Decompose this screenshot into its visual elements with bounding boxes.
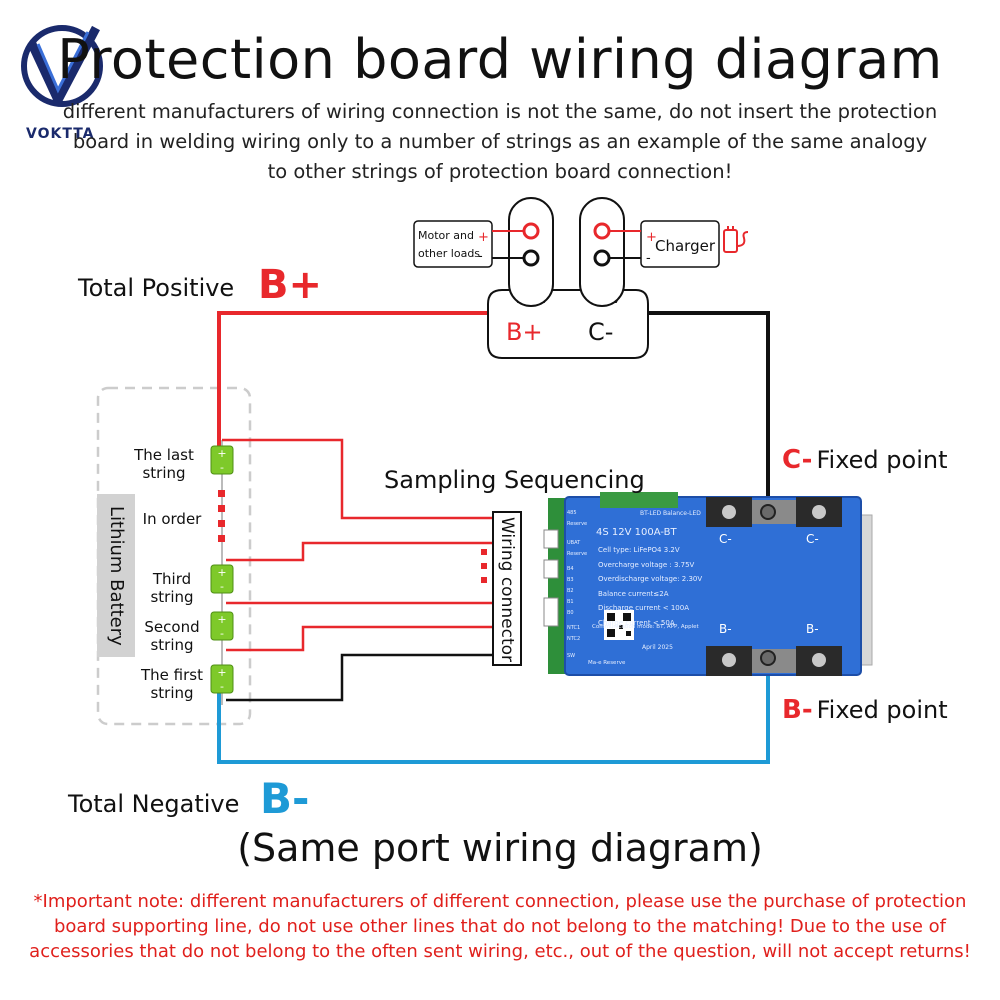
b-plus-wire	[217, 311, 488, 455]
port-label-b-plus: B+	[506, 318, 543, 346]
cell-first: + -	[210, 664, 234, 694]
wiring-connector-box	[492, 511, 522, 666]
b-fixed-point-label: B-Fixed point	[782, 695, 948, 725]
motor-loads-label-1: Motor and	[418, 229, 474, 242]
load-positive-terminal	[522, 222, 540, 240]
brand-logo-text: VOKTTA	[26, 126, 95, 142]
b-fixed-text: Fixed point	[816, 696, 948, 724]
b-plus-big-label: B+	[258, 262, 323, 308]
sampling-sequencing-label: Sampling Sequencing	[384, 466, 645, 494]
c-fixed-point-label: C-Fixed point	[782, 445, 948, 475]
important-note: *Important note: different manufacturers…	[29, 891, 971, 962]
b-minus-wire	[217, 658, 770, 764]
board-pad-c2: C-	[806, 532, 819, 546]
total-positive-label: Total Positive	[78, 274, 235, 302]
c-fixed-mark: C-	[782, 445, 813, 475]
lithium-battery-box	[97, 494, 135, 657]
sample-wire-first	[226, 653, 493, 702]
cell-second: + -	[210, 611, 234, 641]
same-port-subtitle: (Same port wiring diagram)	[237, 826, 763, 870]
svg-text:+: +	[217, 447, 226, 460]
intro-text: different manufacturers of wiring connec…	[62, 100, 938, 183]
svg-text:+: +	[217, 666, 226, 679]
svg-text:-: -	[478, 249, 483, 264]
svg-text:+: +	[217, 613, 226, 626]
board-pad-b1: B-	[719, 622, 732, 636]
wiring-connector-label: Wiring connector	[497, 516, 517, 662]
board-pin-labels: 485 Reserve UBAT Reserve B4 B3 B2 B1 B0 …	[567, 510, 588, 659]
total-negative-label: Total Negative	[68, 790, 240, 818]
board-bottom-label: Ma-e Reserve	[588, 660, 626, 666]
b-fixed-mark: B-	[782, 695, 813, 725]
svg-text:+: +	[478, 230, 489, 245]
output-port-box	[487, 289, 649, 359]
charger-positive-terminal	[593, 222, 611, 240]
brand-logo	[21, 25, 103, 107]
board-pad-c1: C-	[719, 532, 732, 546]
svg-text:+: +	[217, 566, 226, 579]
charger-plug-icon	[723, 226, 749, 253]
port-label-c-minus: C-	[588, 318, 614, 346]
board-specs: Cell type: LiFePO4 3.2V Overcharge volta…	[598, 546, 703, 627]
sample-wire-order	[226, 541, 493, 562]
c-fixed-text: Fixed point	[816, 446, 948, 474]
svg-text:-: -	[646, 251, 651, 266]
svg-text:-: -	[220, 627, 224, 640]
board-comm-mode: Communication mode: BT, APP, Applet	[592, 624, 699, 630]
svg-text:+: +	[646, 230, 657, 245]
sample-wire-last	[222, 438, 493, 520]
load-negative-terminal	[522, 249, 540, 267]
charger-label: Charger	[655, 237, 715, 255]
page-title: Protection board wiring diagram	[57, 28, 943, 91]
sample-wire-second	[226, 625, 493, 652]
charger-negative-terminal	[593, 249, 611, 267]
board-model: 4S 12V 100A-BT	[596, 527, 677, 538]
svg-text:-: -	[220, 580, 224, 593]
protection-board	[543, 492, 873, 676]
motor-loads-box	[413, 220, 493, 268]
motor-loads-label-2: other loads	[418, 247, 481, 260]
svg-text:-: -	[220, 680, 224, 693]
string-label-in-order: In order	[142, 510, 202, 528]
c-minus-wire	[648, 311, 770, 512]
charger-box	[640, 220, 720, 268]
b-minus-big-label: B-	[260, 774, 310, 823]
lithium-battery-label: Lithium Battery	[106, 506, 127, 646]
board-pad-b2: B-	[806, 622, 819, 636]
in-order-dots	[218, 490, 225, 542]
cell-last: + -	[210, 445, 234, 475]
connector-dots	[481, 549, 487, 583]
board-header: BT-LED Balance-LED	[640, 510, 701, 517]
cell-third: + -	[210, 564, 234, 594]
svg-text:-: -	[220, 461, 224, 474]
board-date: April 2025	[642, 644, 673, 651]
